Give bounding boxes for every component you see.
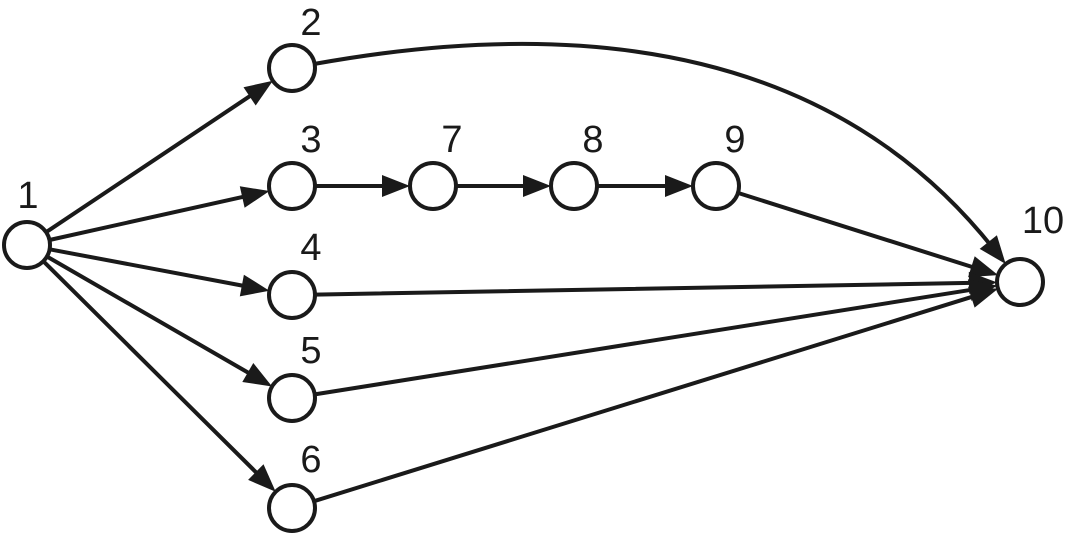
node-label: 4 xyxy=(300,227,321,269)
arrow-head xyxy=(242,363,273,387)
arrow-head xyxy=(239,186,270,208)
node-circle xyxy=(267,43,317,93)
edge-line xyxy=(312,292,981,504)
edge-2-10 xyxy=(312,41,1006,264)
edge-line xyxy=(47,193,252,242)
edge-4-10 xyxy=(313,271,997,297)
arrow-head xyxy=(968,256,999,278)
node-label: 1 xyxy=(17,175,38,217)
node-label: 6 xyxy=(300,439,321,481)
node-circle xyxy=(267,373,317,423)
edge-line xyxy=(313,280,979,297)
node-label: 5 xyxy=(300,330,321,372)
edge-9-10 xyxy=(735,190,999,278)
node-circle xyxy=(995,257,1045,307)
node-circle xyxy=(691,161,741,211)
edge-line xyxy=(735,190,981,272)
node-label: 8 xyxy=(582,119,603,161)
node-7: 7 xyxy=(408,119,463,211)
arrow-head xyxy=(243,80,273,106)
node-label: 7 xyxy=(441,119,462,161)
edge-1-6 xyxy=(41,259,276,492)
edge-line xyxy=(312,41,996,251)
edge-1-5 xyxy=(44,254,273,387)
node-10: 10 xyxy=(995,200,1064,307)
arrow-head xyxy=(382,175,410,197)
node-label: 2 xyxy=(300,2,321,44)
edge-line xyxy=(44,254,257,379)
node-4: 4 xyxy=(267,227,322,320)
edge-1-2 xyxy=(44,80,273,235)
arrow-head xyxy=(665,175,693,197)
edge-7-8 xyxy=(454,175,551,197)
node-5: 5 xyxy=(267,330,322,423)
node-9: 9 xyxy=(691,119,746,211)
node-2: 2 xyxy=(267,2,322,93)
node-circle xyxy=(267,161,317,211)
node-3: 3 xyxy=(267,119,322,211)
edge-6-10 xyxy=(312,286,998,504)
node-8: 8 xyxy=(549,119,604,211)
edge-1-4 xyxy=(47,247,270,297)
node-6: 6 xyxy=(267,439,322,533)
node-label: 9 xyxy=(724,119,745,161)
node-label: 3 xyxy=(300,119,321,161)
node-circle xyxy=(549,161,599,211)
arrow-head xyxy=(248,464,276,492)
node-circle xyxy=(408,161,458,211)
edge-line xyxy=(47,247,252,289)
arrow-head xyxy=(979,235,1006,264)
edge-5-10 xyxy=(312,279,998,397)
arrow-head xyxy=(968,286,998,308)
node-circle xyxy=(267,483,317,533)
edge-3-7 xyxy=(313,175,410,197)
node-1: 1 xyxy=(2,175,52,270)
edge-line xyxy=(41,259,264,480)
arrow-head xyxy=(523,175,551,197)
edge-line xyxy=(44,89,259,235)
edge-1-3 xyxy=(47,186,270,242)
node-circle xyxy=(267,270,317,320)
edges-layer xyxy=(41,41,1006,504)
node-circle xyxy=(2,220,52,270)
edge-line xyxy=(312,286,980,397)
node-label: 10 xyxy=(1022,200,1064,242)
arrow-head xyxy=(239,274,270,297)
edge-8-9 xyxy=(595,175,693,197)
